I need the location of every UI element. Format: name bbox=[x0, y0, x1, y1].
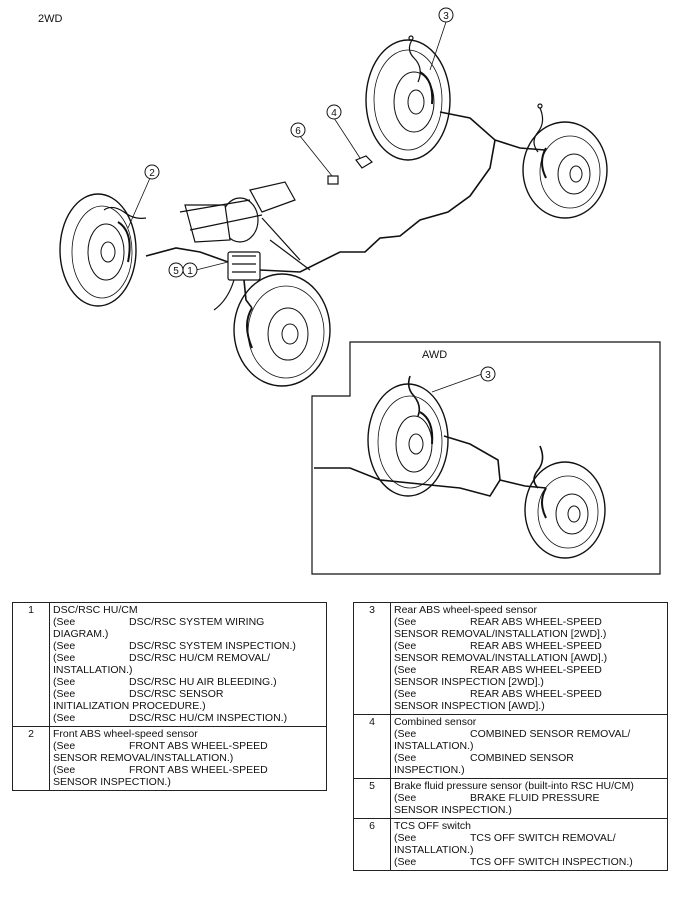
callout-5: 5 bbox=[168, 262, 184, 278]
svg-text:6: 6 bbox=[295, 126, 301, 137]
svg-text:3: 3 bbox=[443, 11, 449, 22]
svg-text:3: 3 bbox=[485, 370, 491, 381]
front-left-sensor-wire bbox=[103, 206, 147, 219]
awd-rear-right-wheel bbox=[367, 383, 449, 497]
reference-continuation: SENSOR INSPECTION [2WD].) bbox=[394, 676, 544, 688]
main-view-label: 2WD bbox=[38, 13, 63, 25]
reference-continuation: INITIALIZATION PROCEDURE.) bbox=[53, 700, 206, 712]
row-description: Brake fluid pressure sensor (built-into … bbox=[390, 778, 668, 819]
reference-continuation: SENSOR INSPECTION.) bbox=[53, 776, 171, 788]
row-number: 6 bbox=[353, 818, 391, 871]
awd-rear-left-wheel bbox=[524, 461, 606, 559]
component-title: Combined sensor bbox=[394, 716, 477, 728]
reference-continuation: INSTALLATION.) bbox=[53, 664, 133, 676]
component-title: Rear ABS wheel-speed sensor bbox=[394, 604, 537, 616]
row-number: 4 bbox=[353, 714, 391, 779]
svg-text:4: 4 bbox=[331, 108, 337, 119]
component-title: Front ABS wheel-speed sensor bbox=[53, 728, 198, 740]
component-title: TCS OFF switch bbox=[394, 820, 472, 832]
component-title: Brake fluid pressure sensor (built-into … bbox=[394, 780, 634, 792]
callout-6: 6 bbox=[290, 122, 306, 138]
reference-continuation: DIAGRAM.) bbox=[53, 628, 109, 640]
reference-continuation: SENSOR REMOVAL/INSTALLATION.) bbox=[53, 752, 234, 764]
rear-right-wheel bbox=[365, 39, 451, 161]
svg-text:1: 1 bbox=[187, 266, 193, 277]
rear-left-sensor-wire bbox=[533, 103, 544, 153]
component-title: DSC/RSC HU/CM bbox=[53, 604, 138, 616]
table-row: 5 Brake fluid pressure sensor (built-int… bbox=[353, 778, 668, 819]
rear-right-sensor-wire bbox=[408, 35, 421, 83]
inset-view-label: AWD bbox=[422, 349, 447, 361]
awd-inset: AWD 3 bbox=[311, 341, 661, 575]
front-right-wheel bbox=[233, 273, 331, 387]
reference-continuation: INSTALLATION.) bbox=[394, 740, 474, 752]
rear-left-wheel bbox=[522, 121, 608, 219]
brake-booster-assembly bbox=[179, 181, 311, 271]
awd-callout-leader bbox=[431, 373, 483, 393]
row-number: 5 bbox=[353, 778, 391, 819]
reference-continuation: INSTALLATION.) bbox=[394, 844, 474, 856]
svg-text:2: 2 bbox=[149, 168, 155, 179]
tcs-off-switch bbox=[327, 175, 339, 185]
callout-3: 3 bbox=[438, 7, 454, 23]
abs-component-location-diagram: 2WD bbox=[38, 7, 661, 575]
callout-leaders bbox=[127, 21, 447, 271]
abs-harness bbox=[145, 111, 546, 309]
front-left-wheel bbox=[59, 193, 137, 307]
callout-1: 1 bbox=[182, 262, 198, 278]
awd-callout-3: 3 bbox=[480, 366, 496, 382]
row-number: 2 bbox=[12, 726, 50, 791]
reference-continuation: SENSOR INSPECTION.) bbox=[394, 804, 512, 816]
combined-sensor bbox=[355, 155, 373, 169]
row-number: 3 bbox=[353, 602, 391, 715]
reference-continuation: SENSOR REMOVAL/INSTALLATION [AWD].) bbox=[394, 652, 608, 664]
svg-text:5: 5 bbox=[173, 266, 179, 277]
callout-2: 2 bbox=[144, 164, 160, 180]
reference-continuation: INSPECTION.) bbox=[394, 764, 465, 776]
reference-continuation: SENSOR REMOVAL/INSTALLATION [2WD].) bbox=[394, 628, 607, 640]
callout-4: 4 bbox=[326, 104, 342, 120]
awd-harness bbox=[314, 375, 547, 497]
row-number: 1 bbox=[12, 602, 50, 727]
reference-continuation: SENSOR INSPECTION [AWD].) bbox=[394, 700, 545, 712]
